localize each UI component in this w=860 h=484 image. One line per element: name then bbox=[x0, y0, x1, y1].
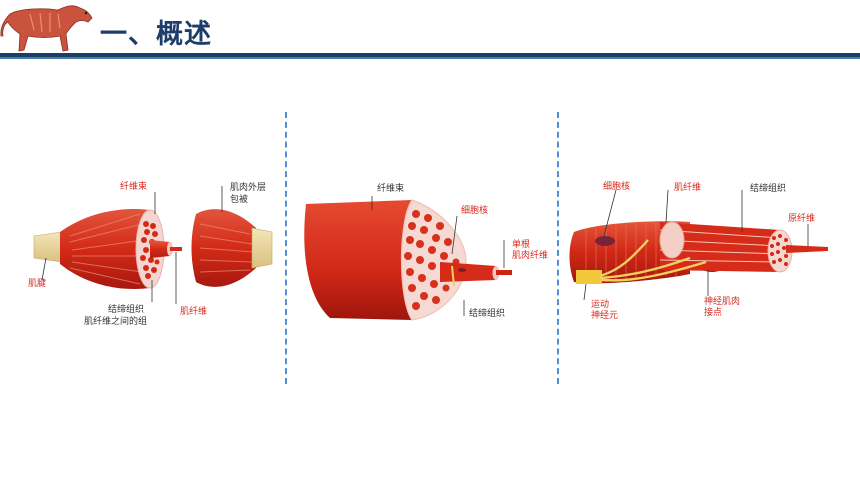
label-single-fiber: 单根 bbox=[512, 240, 531, 250]
label-epimysium: 肌肉外层 bbox=[230, 183, 267, 193]
page-title: 一、概述 bbox=[100, 19, 212, 50]
horse-anatomy-logo bbox=[0, 5, 93, 52]
label-muscle-fiber-2: 肌纤维 bbox=[674, 183, 702, 193]
label-fascicle: 纤维束 bbox=[120, 182, 148, 192]
label-fascicle-2: 纤维束 bbox=[377, 184, 405, 194]
label-nucleus: 细胞核 bbox=[461, 206, 489, 216]
label-connective-4: 结缔组织 bbox=[750, 184, 787, 194]
label-epimysium-2: 包被 bbox=[230, 195, 249, 205]
label-muscle-fiber: 肌纤维 bbox=[180, 307, 208, 317]
label-connective: 结缔组织 bbox=[108, 305, 145, 315]
panel-divider-left bbox=[285, 112, 287, 384]
title-rule bbox=[0, 53, 860, 57]
title-rule-accent bbox=[0, 57, 860, 59]
label-tendon: 肌腱 bbox=[28, 279, 47, 289]
panel-divider-right bbox=[557, 112, 559, 384]
label-motor-neuron-2: 神经元 bbox=[591, 311, 619, 321]
label-connective-2: 肌纤维之间的组 bbox=[84, 317, 148, 327]
label-single-fiber-2: 肌肉纤维 bbox=[512, 251, 549, 261]
label-nmj-2: 接点 bbox=[704, 308, 723, 318]
label-connective-3: 结缔组织 bbox=[469, 309, 506, 319]
label-nucleus-2: 细胞核 bbox=[603, 182, 631, 192]
label-nmj: 神经肌肉 bbox=[704, 297, 741, 307]
header: 一、概述 bbox=[0, 0, 860, 60]
label-motor-neuron: 运动 bbox=[591, 300, 610, 310]
label-myofibril: 原纤维 bbox=[788, 214, 816, 224]
